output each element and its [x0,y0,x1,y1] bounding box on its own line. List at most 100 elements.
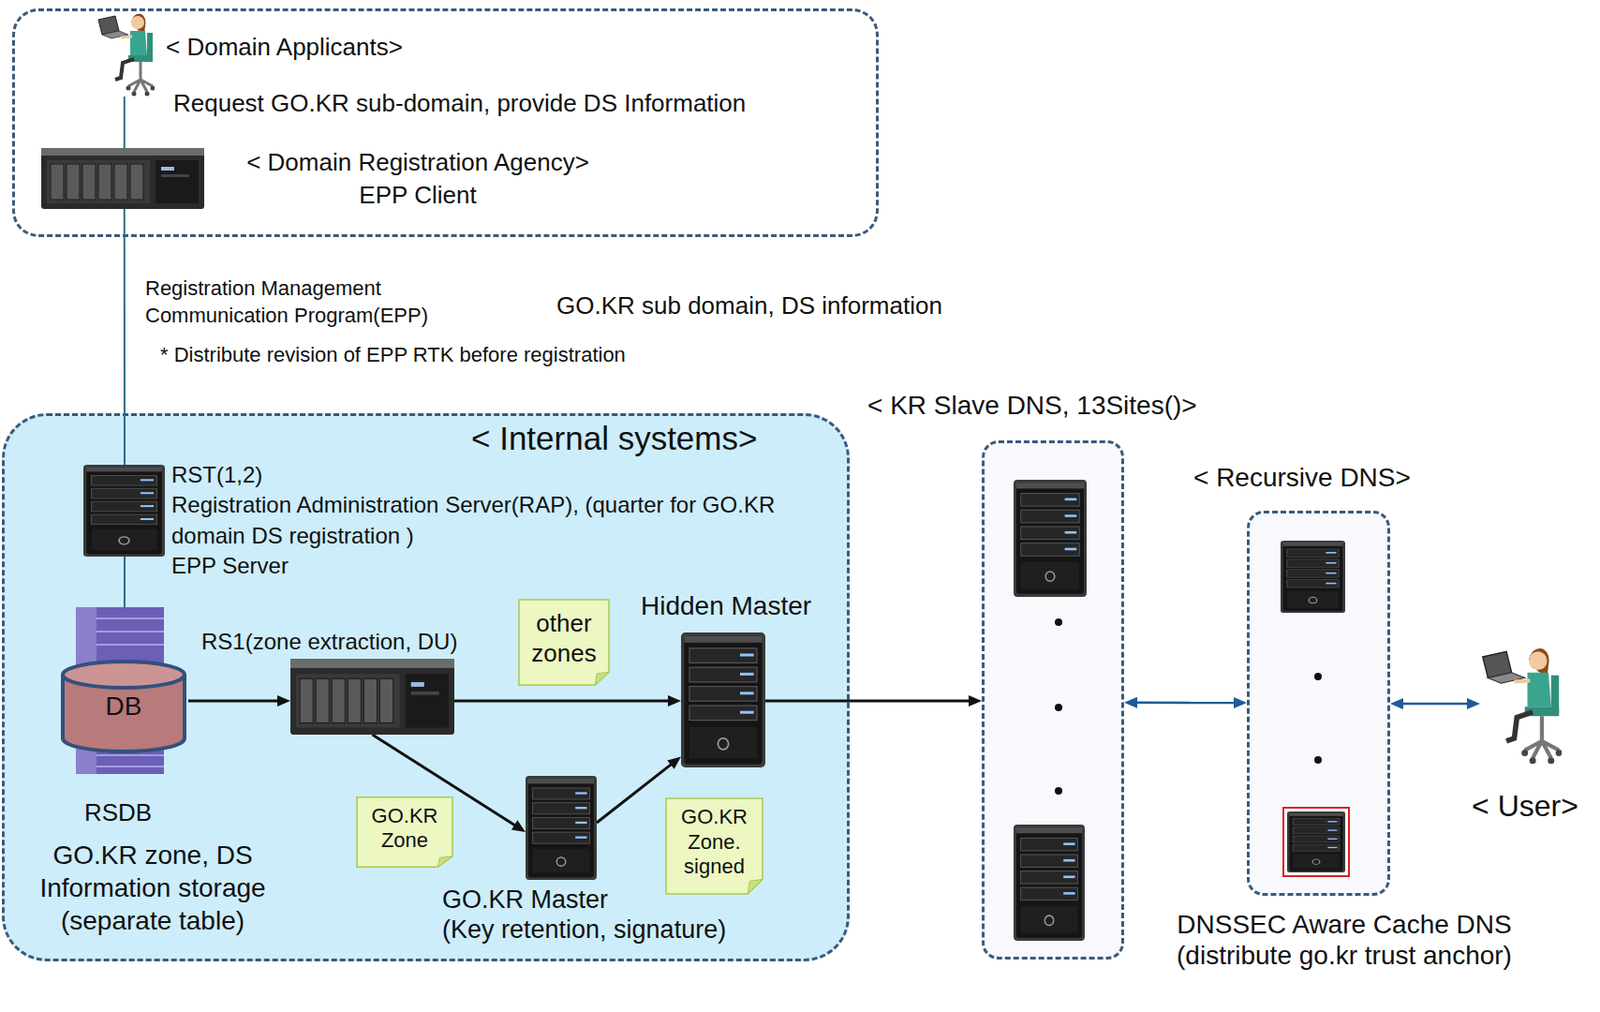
rack-server-graphic [290,658,455,735]
note-box-graphic [356,797,453,867]
tower-server-graphic [525,775,597,880]
person-icon-shape [96,10,155,97]
server-icon [1280,540,1346,613]
node-label-holder: GO.KR Zone [359,803,450,854]
arrow-connector [1124,696,1247,709]
node-label: Request GO.KR sub-domain, provide DS Inf… [173,88,746,119]
node-label-holder: < KR Slave DNS, 13Sites()> [867,389,1198,422]
node-label: RST(1,2) [171,459,263,490]
node-label-holder: EPP Server [171,550,289,581]
node-label-holder: GO.KR zone, DS Information storage (sepa… [12,838,294,937]
node-label-holder: Hidden Master [640,590,812,623]
node-label: GO.KR Master [442,884,608,915]
annotation-text-holder: GO.KR sub domain, DS information [556,291,943,321]
person-icon-graphic [98,14,156,97]
connector-line [188,699,280,703]
tower-server: Hidden Master [681,632,766,768]
ellipsis-dot [1314,672,1322,681]
tower-server-shape [525,775,597,880]
node-label: < Domain Registration Agency> [211,148,624,178]
group-outline [1246,510,1391,896]
arrow-connector [123,208,125,465]
node-label-holder: RS1(zone extraction, DU) [201,628,458,656]
node-label-holder: < Domain Applicants> [165,32,403,62]
ellipsis-dot [1054,703,1063,712]
note-box: GO.KR Zone. signed [665,797,764,895]
node-label-holder: RST(1,2) [171,459,263,490]
group-region: < KR Slave DNS, 13Sites()> [981,440,1125,960]
tower-server-graphic [83,464,165,557]
annotation-text: GO.KR sub domain, DS information [556,291,943,321]
connector-line [454,699,670,703]
database-server-graphic [62,607,185,774]
node-label: DB [59,690,189,723]
node-label-holder: GO.KR Zone. signed [668,804,760,879]
node-label: (Key retention, signature) [442,914,726,945]
node-label: < User> [1459,787,1591,824]
node-label-holder: < User> [1459,787,1591,824]
database-server: DBRSDBGO.KR zone, DS Information storage… [59,607,189,776]
server-icon [1287,811,1346,873]
node-label: Registration Administration Server(RAP),… [171,489,781,551]
annotation-text-holder: Registration Management Communication Pr… [145,275,502,329]
arrow-head [1124,696,1138,709]
node-label: Hidden Master [640,590,812,623]
server-icon [1013,479,1087,597]
node-label-holder: (Key retention, signature) [442,914,726,945]
group-region: Request GO.KR sub-domain, provide DS Inf… [12,8,879,238]
person-icon-shape [1480,640,1562,768]
connector-line [1135,701,1236,705]
node-label: < Recursive DNS> [1193,461,1411,494]
node-label-holder: GO.KR Master [442,884,608,915]
node-label-holder: EPP Client [211,180,624,210]
node-label: other zones [521,608,607,667]
rack-server-shape [290,658,455,735]
arrow-head [968,695,982,707]
group-region: < Recursive DNS>DNSSEC Aware Cache DNS (… [1246,510,1391,896]
highlight-frame [1283,807,1349,876]
annotation-text: * Distribute revision of EPP RTK before … [160,342,626,368]
connector-line [1401,702,1469,706]
node-label-holder: DNSSEC Aware Cache DNS (distribute go.kr… [1156,908,1532,971]
connector-line [123,96,126,149]
ellipsis-dot [1314,755,1322,764]
tower-server-shape [681,632,766,768]
rack-server: RS1(zone extraction, DU) [290,658,455,735]
node-label: GO.KR Zone. signed [668,804,760,879]
group-region: < Internal systems> RST(1,2)Registration … [1,413,850,962]
tower-server-shape [83,464,165,557]
node-label-holder: Registration Administration Server(RAP),… [171,489,781,551]
arrow-head [1466,697,1481,710]
node-label: < Internal systems> [471,418,757,459]
arrow-connector [123,96,125,149]
annotation-text-holder: * Distribute revision of EPP RTK before … [160,342,626,368]
node-label-holder: < Internal systems> [471,418,757,459]
node-label-holder: < Domain Registration Agency> [211,148,624,178]
rack-server-graphic [41,148,205,209]
server-icon [1013,824,1085,941]
node-label-holder: DB [59,690,189,723]
arrow-head [1390,697,1404,710]
node-label: RS1(zone extraction, DU) [201,628,458,656]
tower-server: RST(1,2)Registration Administration Serv… [83,464,165,557]
rack-server: < Domain Registration Agency>EPP Client [41,148,205,209]
group-outline [981,440,1125,960]
person-icon: < Domain Applicants> [96,10,155,97]
node-label-holder: other zones [521,608,607,667]
connector-line [123,208,126,465]
note-box: other zones [518,598,610,686]
node-label: EPP Client [211,180,624,210]
node-label: GO.KR Zone [359,803,450,854]
tower-server: GO.KR Master(Key retention, signature) [525,775,597,880]
node-label-holder: RSDB [61,798,175,828]
arrow-connector [1390,697,1481,710]
note-box: GO.KR Zone [355,796,454,868]
node-label-holder: < Recursive DNS> [1193,461,1411,494]
node-label: RSDB [61,798,175,828]
note-box-graphic [518,599,609,685]
ellipsis-dot [1054,618,1063,626]
node-label: GO.KR zone, DS Information storage (sepa… [12,838,294,937]
node-label-holder: Request GO.KR sub-domain, provide DS Inf… [173,88,746,119]
arrow-connector [123,556,125,608]
